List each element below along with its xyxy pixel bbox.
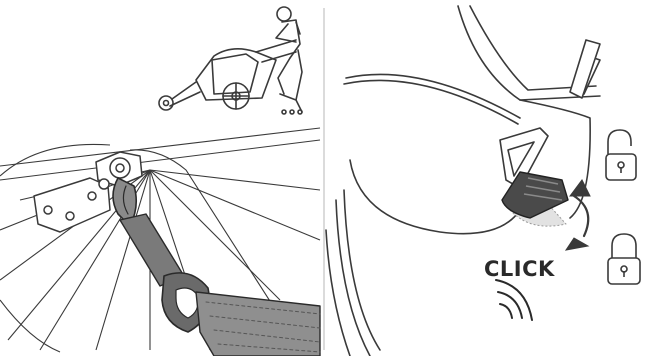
jogging-stroller-icon: [159, 7, 302, 114]
locked-padlock-icon: [608, 234, 640, 284]
rotation-arrows: [566, 180, 590, 250]
click-sound-icon: [496, 280, 532, 320]
unlocked-padlock-icon: [606, 130, 636, 180]
wrist-strap-icon: [113, 178, 320, 356]
click-label: CLICK: [484, 257, 555, 281]
